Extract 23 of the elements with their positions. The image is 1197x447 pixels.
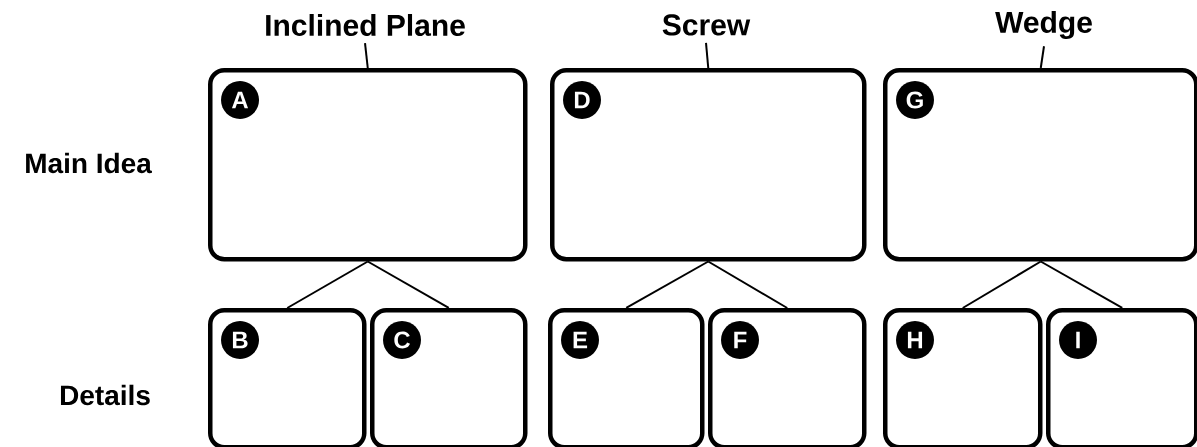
row-label: Details: [60, 384, 150, 406]
connector-line: [625, 260, 710, 309]
letter-badge: G: [896, 81, 934, 119]
letter-badge: B: [221, 321, 259, 359]
letter-badge: E: [561, 321, 599, 359]
connector-line: [1039, 45, 1045, 69]
letter-badge: I: [1059, 321, 1097, 359]
connector-line: [286, 260, 369, 309]
column-heading: Inclined Plane: [266, 14, 465, 36]
connector-line: [1039, 260, 1124, 309]
connector-line: [707, 260, 789, 309]
connector-line: [366, 260, 450, 309]
letter-badge: C: [383, 321, 421, 359]
letter-badge: D: [563, 81, 601, 119]
letter-badge: A: [221, 81, 259, 119]
letter-badge: F: [721, 321, 759, 359]
connector-line: [364, 42, 369, 69]
row-label: Main Idea: [26, 152, 152, 174]
connector-line: [705, 41, 710, 69]
connector-line: [961, 260, 1042, 309]
column-heading: Wedge: [995, 10, 1092, 40]
column-heading: Screw: [662, 14, 751, 36]
letter-badge: H: [896, 321, 934, 359]
